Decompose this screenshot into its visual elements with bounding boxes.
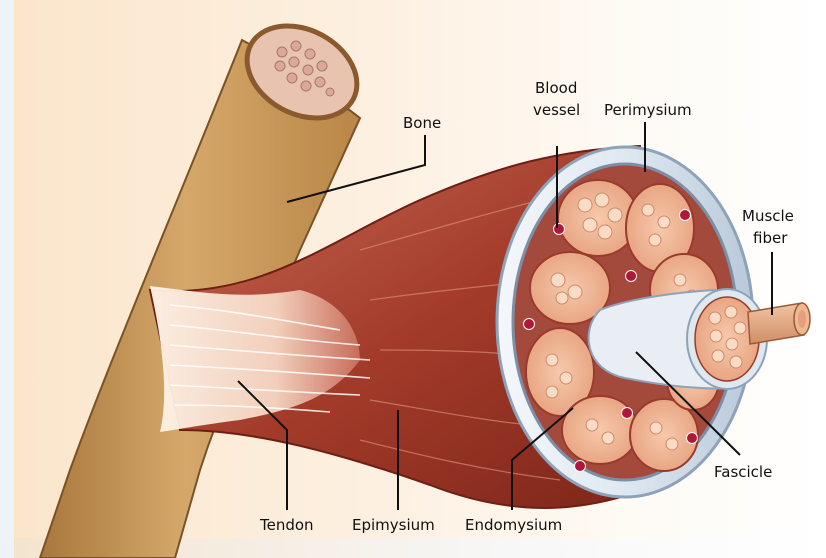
blood-vessel-label-line1: Blood xyxy=(535,79,577,97)
endomysium-label: Endomysium xyxy=(465,516,562,534)
perimysium-label: Perimysium xyxy=(604,101,692,119)
bone-label: Bone xyxy=(403,114,441,132)
tendon-label: Tendon xyxy=(259,516,314,534)
blood-vessel-label-line2: vessel xyxy=(533,101,580,119)
epimysium-label: Epimysium xyxy=(352,516,435,534)
muscle-fiber-label-line2: fiber xyxy=(753,229,788,247)
muscle-fiber-core xyxy=(798,310,806,328)
fascicle-label: Fascicle xyxy=(714,463,772,481)
muscle-fiber-label-line1: Muscle xyxy=(742,207,794,225)
